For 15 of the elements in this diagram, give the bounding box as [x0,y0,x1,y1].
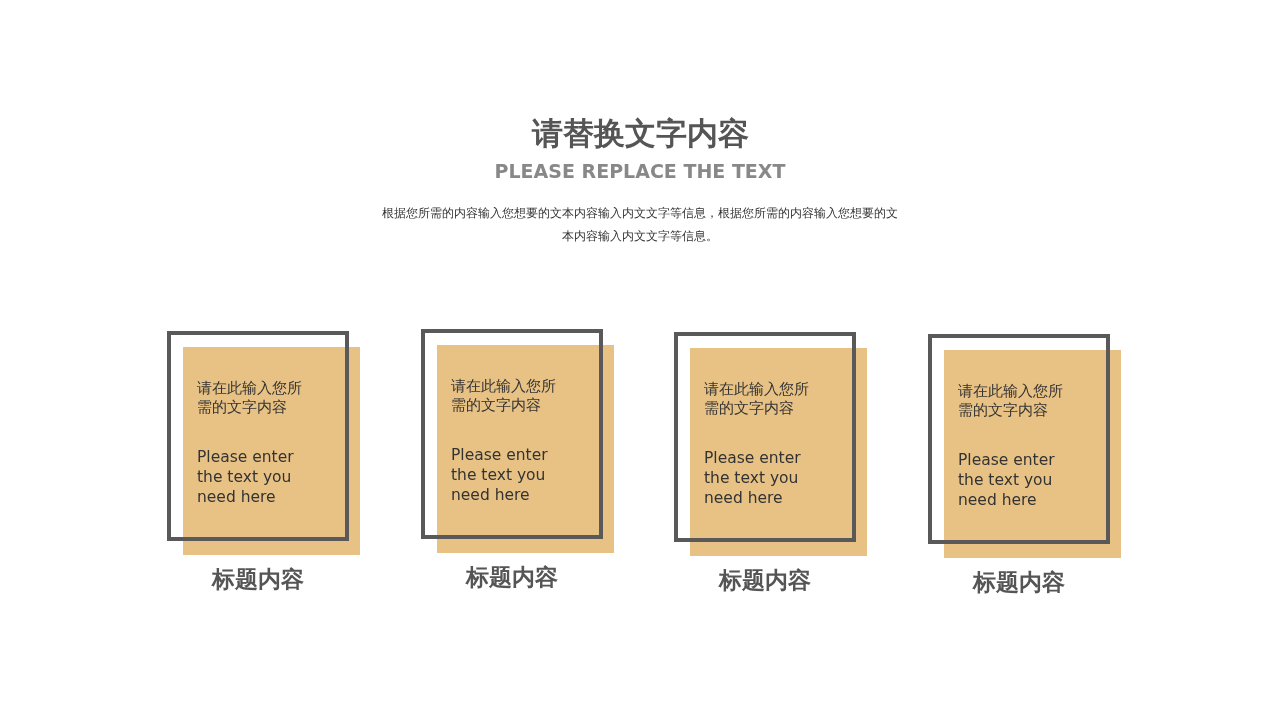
card-text: Please enter the text you need here [958,450,1056,510]
card-heading: 标题内容 [210,565,305,594]
card-text: 请在此输入您所需的文字内容 [958,382,1064,420]
card-text: Please enter the text you need here [704,448,802,508]
card-text: 请在此输入您所需的文字内容 [451,377,557,415]
card-heading: 标题内容 [717,566,812,595]
card-text: 请在此输入您所需的文字内容 [704,380,810,418]
card-text: Please enter the text you need here [451,445,549,505]
card-heading: 标题内容 [971,568,1066,597]
card-heading: 标题内容 [464,563,559,592]
intro-paragraph: 根据您所需的内容输入您想要的文本内容输入内文文字等信息，根据您所需的内容输入您想要的文本内容输入内文文字等信息。 [381,205,899,245]
card-text: Please enter the text you need here [197,447,295,507]
card-text: 请在此输入您所需的文字内容 [197,379,303,417]
slide-title: 请替换文字内容 [530,114,750,153]
subtitle: PLEASE REPLACE THE TEXT [493,159,787,184]
